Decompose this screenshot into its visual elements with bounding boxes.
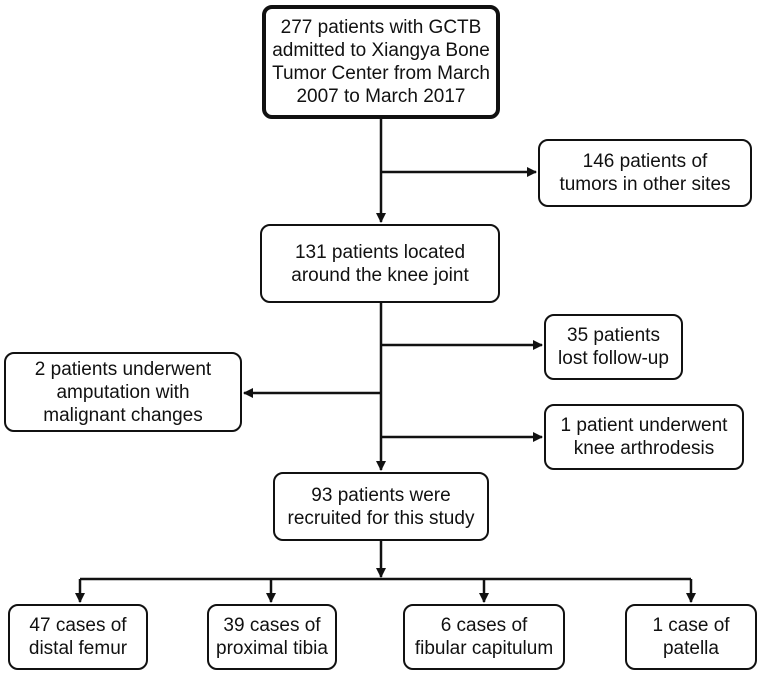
distal-femur-box: 47 cases of distal femur — [8, 604, 148, 670]
recruited-box: 93 patients were recruited for this stud… — [273, 472, 489, 541]
proximal-tibia-box: 39 cases of proximal tibia — [207, 604, 337, 670]
proximal-tibia-text: 39 cases of proximal tibia — [216, 615, 328, 659]
knee-text: 131 patients located around the knee joi… — [291, 241, 469, 286]
amputation-box: 2 patients underwent amputation with mal… — [4, 352, 242, 432]
patella-text: 1 case of patella — [652, 615, 730, 659]
knee-box: 131 patients located around the knee joi… — [260, 224, 500, 303]
start-text: 277 patients with GCTB admitted to Xiang… — [272, 17, 490, 107]
fibular-capitulum-box: 6 cases of fibular capitulum — [403, 604, 565, 670]
recruited-text: 93 patients were recruited for this stud… — [287, 484, 475, 529]
lost-follow-up-text: 35 patients lost follow-up — [558, 325, 669, 369]
patella-box: 1 case of patella — [625, 604, 757, 670]
other-sites-box: 146 patients of tumors in other sites — [538, 139, 752, 207]
distal-femur-text: 47 cases of distal femur — [28, 615, 128, 659]
start-box: 277 patients with GCTB admitted to Xiang… — [262, 5, 500, 119]
other-sites-text: 146 patients of tumors in other sites — [559, 151, 731, 195]
arthrodesis-text: 1 patient underwent knee arthrodesis — [560, 415, 728, 459]
lost-follow-up-box: 35 patients lost follow-up — [544, 314, 683, 380]
fibular-capitulum-text: 6 cases of fibular capitulum — [414, 615, 554, 659]
arthrodesis-box: 1 patient underwent knee arthrodesis — [544, 404, 744, 470]
amputation-text: 2 patients underwent amputation with mal… — [34, 358, 212, 426]
